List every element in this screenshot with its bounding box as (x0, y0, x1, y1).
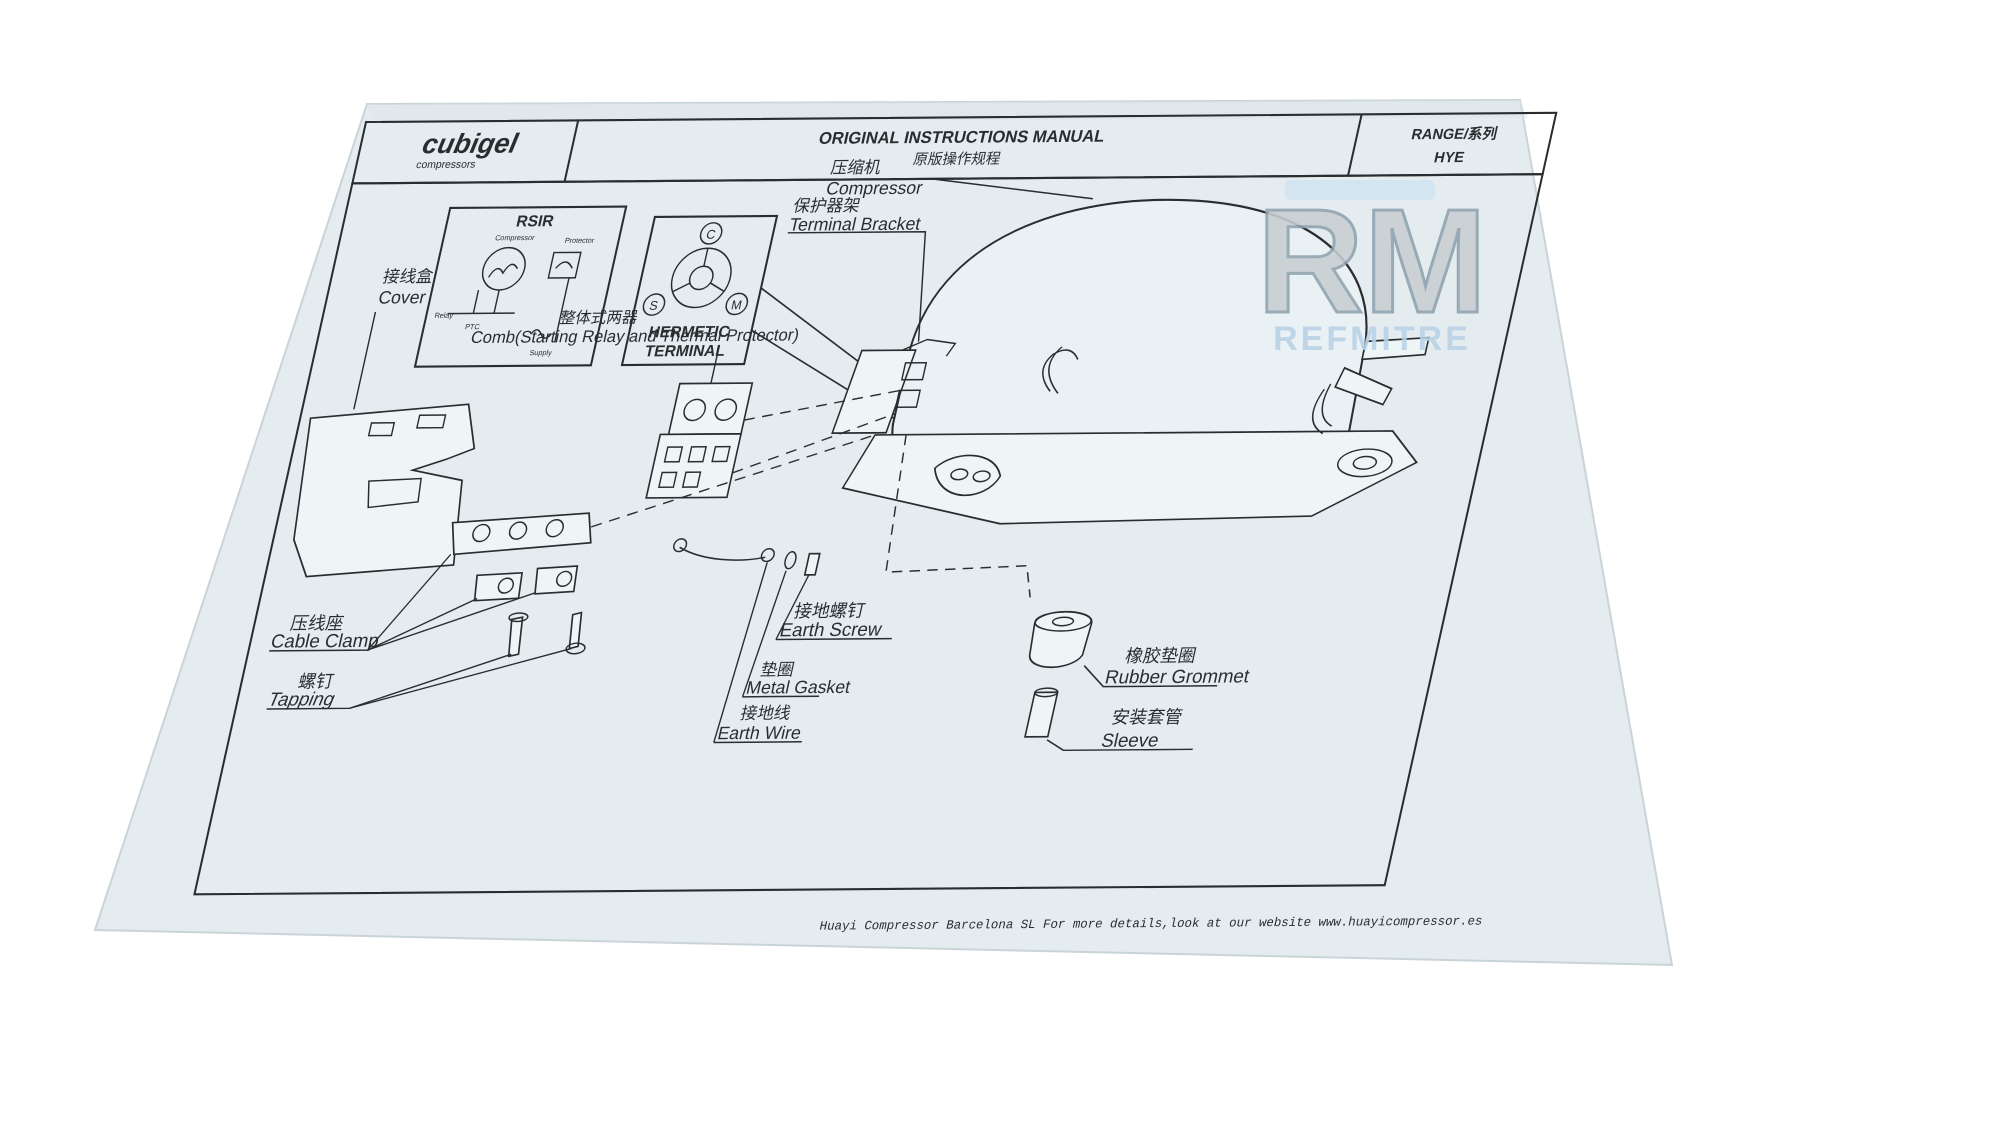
label-bracket-cn: 保护器架 (792, 195, 863, 215)
label-sleeve-cn: 安装套管 (1110, 707, 1185, 729)
label-cable-cn: 压线座 (288, 613, 345, 634)
sheet-content: cubigel compressors ORIGINAL INSTRUCTION… (193, 111, 1558, 934)
label-comb-en: Comb(Starting Relay and Thermal Protecto… (469, 325, 801, 347)
schematic-relay: Relay (434, 311, 455, 320)
label-earth-wire-cn: 接地线 (739, 703, 793, 723)
brand-logo: cubigel (420, 128, 522, 160)
label-sleeve-en: Sleeve (1099, 730, 1161, 751)
compressor-body (831, 198, 1430, 525)
schematic-compressor: Compressor (494, 233, 536, 242)
terminal-pin-s: S (648, 298, 660, 313)
label-earth-screw-en: Earth Screw (778, 620, 884, 642)
manual-title-cn: 原版操作规程 (912, 151, 1003, 169)
cover-part (293, 312, 476, 578)
watermark-mark: RM (1257, 179, 1487, 344)
label-gasket-en: Metal Gasket (744, 677, 852, 698)
watermark-crown-icon (1285, 180, 1435, 200)
terminal-pin-m: M (730, 297, 744, 312)
terminal-pin-c: C (705, 227, 717, 242)
label-comb-cn: 整体式两器 (558, 308, 640, 328)
terminal-label-1: HERMETIC (647, 324, 732, 342)
schematic-ptc: PTC (464, 322, 481, 331)
grommet-sleeve (1023, 610, 1093, 738)
range-value: HYE (1432, 150, 1465, 166)
label-tapping-cn: 螺钉 (296, 671, 336, 692)
rsir-schematic: RSIR Compressor Protector Relay PTC Supp… (413, 205, 628, 368)
label-cover-en: Cover (376, 287, 427, 307)
terminal-label-2: TERMINAL (643, 343, 727, 361)
manual-title: ORIGINAL INSTRUCTIONS MANUAL (817, 127, 1107, 148)
label-tapping-en: Tapping (266, 689, 337, 710)
schematic-supply: Supply (529, 348, 553, 357)
label-grommet-en: Rubber Grommet (1103, 666, 1252, 688)
watermark-brand: REFMITRE (1273, 320, 1471, 358)
schematic-protector: Protector (564, 236, 596, 245)
label-earth-screw-cn: 接地螺钉 (792, 601, 867, 623)
comb-part (645, 346, 754, 499)
schematic-title: RSIR (515, 213, 556, 230)
cable-clamp-part (451, 512, 592, 658)
earth-hardware (673, 538, 821, 576)
label-bracket-en: Terminal Bracket (787, 214, 922, 235)
label-earth-wire-en: Earth Wire (716, 723, 803, 744)
sheet-frame (193, 173, 1544, 896)
footer-text: Huayi Compressor Barcelona SL For more d… (818, 914, 1484, 934)
label-compressor-cn: 压缩机 (829, 157, 883, 177)
label-gasket-cn: 垫圈 (759, 659, 797, 679)
brand-logo-sub: compressors (415, 159, 477, 171)
refmitre-watermark: RM REFMITRE (1255, 178, 1488, 359)
label-compressor-en: Compressor (824, 178, 924, 199)
label-cable-en: Cable Clamp (269, 631, 381, 653)
range-label: RANGE/系列 (1410, 125, 1499, 144)
label-cover-cn: 接线盒 (381, 266, 435, 286)
label-grommet-cn: 橡胶垫圈 (1123, 646, 1198, 668)
